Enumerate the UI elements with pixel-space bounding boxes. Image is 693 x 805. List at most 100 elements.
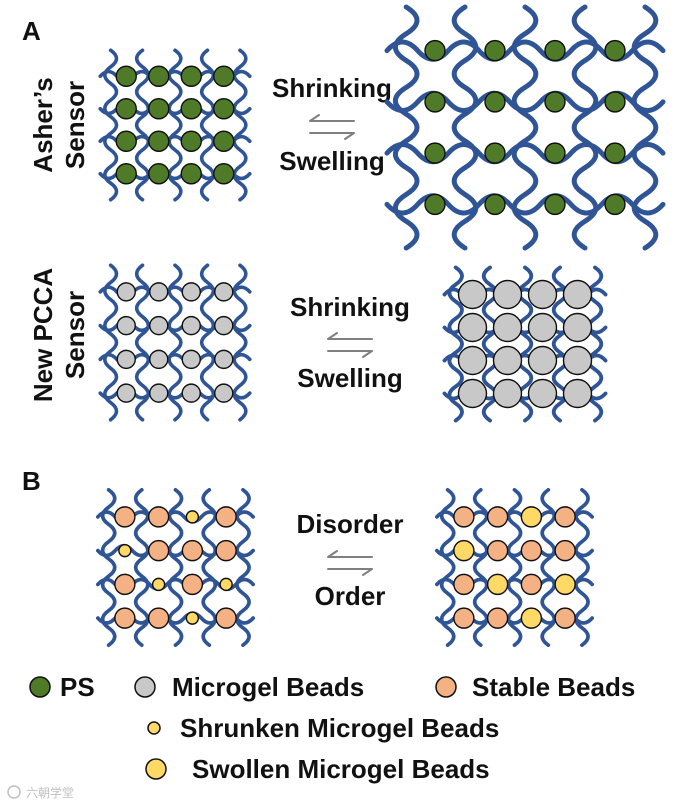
swollen-microgel-bead <box>486 573 509 596</box>
stable-bead <box>554 506 576 528</box>
swollen-microgel-bead <box>562 378 593 409</box>
stable-bead <box>114 607 136 629</box>
ps-bead <box>180 65 202 87</box>
stable-bead <box>215 506 237 528</box>
ps-bead <box>484 142 506 164</box>
microgel-bead <box>214 315 234 336</box>
polymer-strand <box>447 265 464 423</box>
stable-swatch-icon <box>435 676 457 698</box>
stable-bead <box>486 539 509 562</box>
watermark: 六朝学堂 <box>7 785 74 800</box>
stable-bead <box>554 539 576 562</box>
stable-bead <box>520 573 543 596</box>
ps-bead <box>213 65 235 87</box>
shrunken-microgel-bead <box>118 543 132 558</box>
ps-bead <box>213 163 235 185</box>
microgel-bead <box>116 349 136 370</box>
ps-bead <box>604 91 626 113</box>
microgel-bead <box>214 282 234 302</box>
shrunken-microgel-bead <box>219 577 233 592</box>
stable-bead <box>520 539 543 562</box>
arrow-left-icon <box>327 332 373 340</box>
watermark-logo-icon <box>7 785 21 799</box>
shrunken-microgel-bead <box>185 611 200 625</box>
arrow-left-icon <box>327 550 373 558</box>
arrow-right-icon <box>327 350 373 358</box>
swollen-microgel-bead <box>457 312 488 343</box>
swollen-microgel-bead <box>457 279 488 310</box>
ps-bead <box>115 98 137 120</box>
ps-bead <box>115 163 137 185</box>
asher-shrunken-lattice <box>98 48 252 202</box>
equilibrium-arrow-icon <box>327 550 373 576</box>
stable-bead <box>554 607 576 629</box>
stable-bead <box>215 607 237 629</box>
legend-stable: Stable Beads <box>472 672 635 702</box>
arrow-right-icon <box>309 132 355 140</box>
pcca-shrunken-lattice <box>98 263 252 422</box>
ps-bead <box>115 65 137 87</box>
asher-sensor-label: Asher’s Sensor <box>28 77 90 172</box>
swollen-microgel-bead <box>527 279 558 310</box>
ps-bead <box>604 193 626 216</box>
ps-bead <box>484 91 506 113</box>
stable-bead <box>215 539 237 562</box>
ps-bead <box>544 142 566 164</box>
swollen-microgel-bead <box>457 378 488 409</box>
ps-bead <box>604 142 626 164</box>
ps-bead <box>148 98 170 120</box>
watermark-text: 六朝学堂 <box>26 785 74 800</box>
swollen-microgel-bead <box>520 506 543 528</box>
legend-shrunken: Shrunken Microgel Beads <box>180 713 499 743</box>
stable-bead <box>147 506 170 528</box>
ps-swatch-icon <box>29 676 51 698</box>
stable-bead <box>147 607 170 629</box>
microgel-bead <box>116 315 136 336</box>
side-label-line2: Sensor <box>60 81 90 169</box>
stable-bead <box>486 607 509 629</box>
equilibrium-arrow-icon <box>327 332 373 358</box>
ps-bead <box>148 163 170 185</box>
legend-ps: PS <box>60 672 95 702</box>
asher-swollen-lattice <box>384 4 666 251</box>
microgel-bead <box>116 383 136 403</box>
stable-bead <box>181 539 204 562</box>
disorder-text: Disorder <box>297 509 404 539</box>
swollen-microgel-bead <box>527 378 558 409</box>
side-label-line2: Sensor <box>60 291 90 379</box>
ps-bead <box>180 98 202 120</box>
row2-shrinking-text: Shrinking <box>290 292 410 322</box>
microgel-swatch-icon <box>134 676 156 698</box>
legend-swollen: Swollen Microgel Beads <box>192 754 490 784</box>
stable-bead <box>453 573 475 596</box>
stable-bead <box>486 506 509 528</box>
row1-shrinking-text: Shrinking <box>272 73 392 103</box>
polymer-strand <box>103 263 119 422</box>
row2-swelling-text: Swelling <box>297 363 402 393</box>
ps-bead <box>148 130 170 152</box>
microgel-bead <box>214 349 234 370</box>
swollen-microgel-bead <box>527 345 558 376</box>
disordered-lattice <box>96 488 255 647</box>
ps-bead <box>604 39 626 62</box>
row1-swelling-text: Swelling <box>279 146 384 176</box>
ps-bead <box>180 163 202 185</box>
ps-bead <box>544 39 566 62</box>
swollen-microgel-bead <box>492 345 523 376</box>
stable-bead <box>181 573 204 596</box>
shrunken-microgel-bead <box>151 577 166 592</box>
ps-bead <box>544 91 566 113</box>
equilibrium-arrow-icon <box>309 114 355 140</box>
side-label-line1: Asher’s <box>28 77 58 172</box>
swollen-microgel-bead <box>492 279 523 310</box>
swollen-microgel-bead <box>492 312 523 343</box>
ps-bead <box>424 142 446 164</box>
polymer-strand <box>100 488 117 647</box>
arrow-left-icon <box>309 114 355 122</box>
panel-a-label: A <box>22 16 41 46</box>
ps-bead <box>544 193 566 216</box>
microgel-bead <box>149 282 169 302</box>
microgel-bead <box>149 383 169 403</box>
ps-bead <box>213 98 235 120</box>
